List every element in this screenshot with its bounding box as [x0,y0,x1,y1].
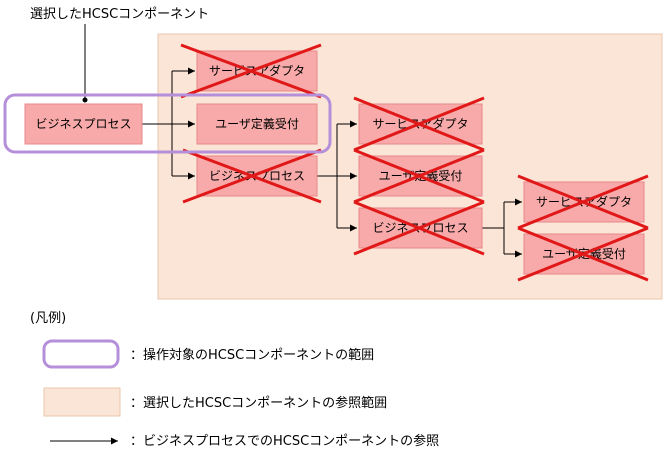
legend-reference-range-label: ：選択したHCSCコンポーネントの参照範囲 [130,395,387,411]
legend-operation-range-label: ：操作対象のHCSCコンポーネントの範囲 [130,347,374,363]
node-service-adapter-2: サービスアダプタ [353,96,485,152]
svg-text:ユーザ定義受付: ユーザ定義受付 [215,116,299,131]
node-business-process-2: ビジネスプロセス [182,148,322,204]
legend-reference-arrow-label: ：ビジネスプロセスでのHCSCコンポーネントの参照 [130,433,439,449]
svg-text:ビジネスプロセス: ビジネスプロセス [209,169,305,183]
svg-text:ビジネスプロセス: ビジネスプロセス [35,117,131,131]
legend-operation-range-swatch [42,339,120,369]
node-root-business-process: ビジネスプロセス [24,103,143,145]
legend-reference-range-swatch [43,387,121,417]
selected-pointer-dot [82,97,88,103]
node-user-defined-reception-1: ユーザ定義受付 [196,103,318,145]
node-service-adapter-3: サービスアダプタ [517,174,649,230]
node-service-adapter-1: サービスアダプタ [180,43,322,99]
svg-text:サービスアダプタ: サービスアダプタ [209,63,305,78]
selected-component-label: 選択したHCSCコンポーネント [30,7,209,22]
node-business-process-3: ビジネスプロセス [353,200,485,256]
operation-range-outline [3,93,332,154]
node-user-defined-reception-3: ユーザ定義受付 [517,226,649,282]
connector-lines [142,67,522,258]
node-user-defined-reception-2: ユーザ定義受付 [353,148,485,204]
legend-title: (凡例) [30,311,66,326]
